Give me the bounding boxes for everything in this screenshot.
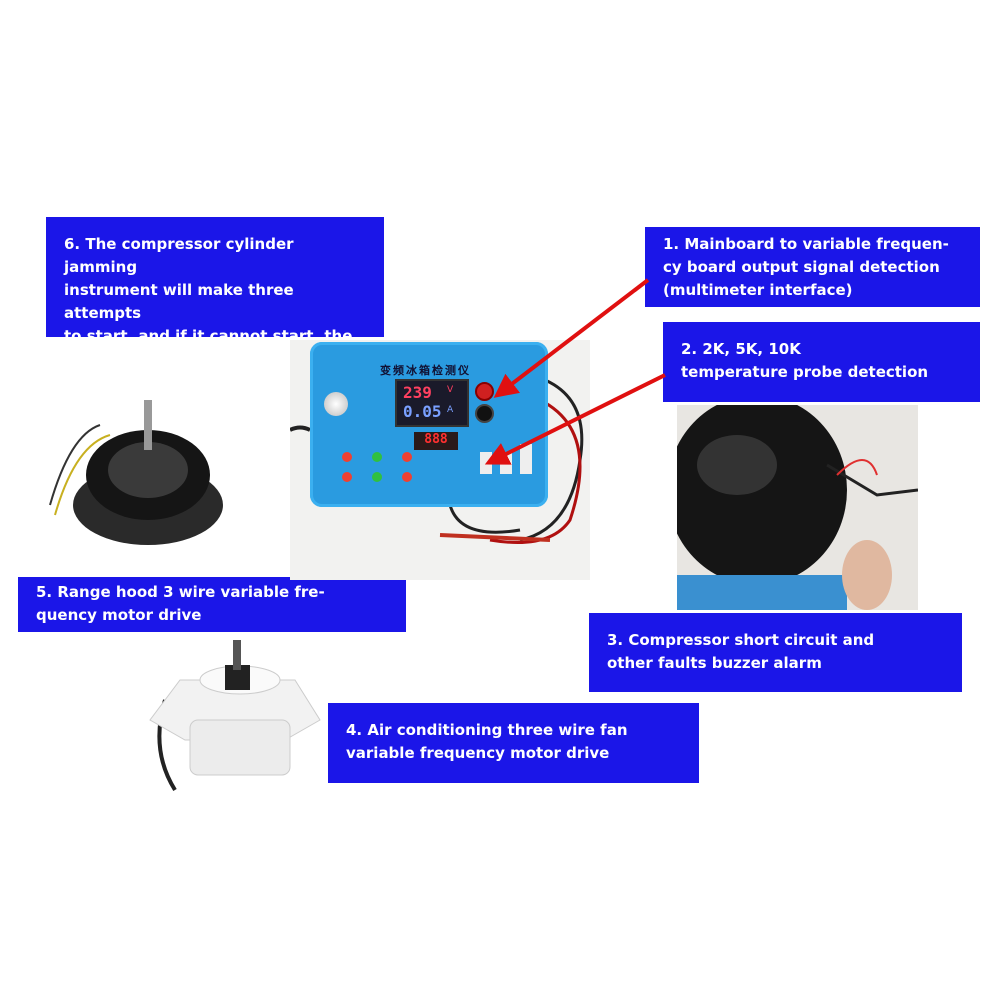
button-red-3[interactable] (342, 472, 352, 482)
callout-5: 5. Range hood 3 wire variable fre- quenc… (18, 577, 406, 632)
counter-display: 888 (414, 432, 458, 450)
device-photo: 变频冰箱检测仪 239 V 0.05 A 888 (290, 340, 590, 580)
device-title: 变频冰箱检测仪 (380, 364, 471, 377)
adjust-knob[interactable] (324, 392, 348, 416)
red-probe-jack[interactable] (475, 382, 494, 401)
meter-display: 239 V 0.05 A (395, 379, 469, 427)
connector-port (500, 452, 512, 474)
current-unit: A (447, 405, 454, 415)
voltage-unit: V (447, 385, 454, 395)
callout-3: 3. Compressor short circuit and other fa… (589, 613, 962, 692)
callout-1: 1. Mainboard to variable frequen- cy boa… (645, 227, 980, 307)
callout-2: 2. 2K, 5K, 10K temperature probe detecti… (663, 322, 980, 402)
compressor-image (677, 405, 918, 610)
button-green-1[interactable] (372, 452, 382, 462)
callout-4: 4. Air conditioning three wire fan varia… (328, 703, 699, 783)
voltage-readout: 239 (403, 383, 432, 402)
button-green-2[interactable] (372, 472, 382, 482)
range-hood-motor-image (49, 400, 223, 545)
current-readout: 0.05 (403, 402, 442, 421)
compressor-photo (677, 405, 918, 610)
connector-port (520, 444, 532, 474)
black-probe-jack[interactable] (475, 404, 494, 423)
callout-6: 6. The compressor cylinder jamming instr… (46, 217, 384, 368)
button-red-2[interactable] (402, 452, 412, 462)
connector-port (480, 452, 492, 474)
tester-device: 变频冰箱检测仪 239 V 0.05 A 888 (310, 342, 548, 507)
button-red-4[interactable] (402, 472, 412, 482)
button-red-1[interactable] (342, 452, 352, 462)
fan-motor-image (149, 640, 321, 792)
